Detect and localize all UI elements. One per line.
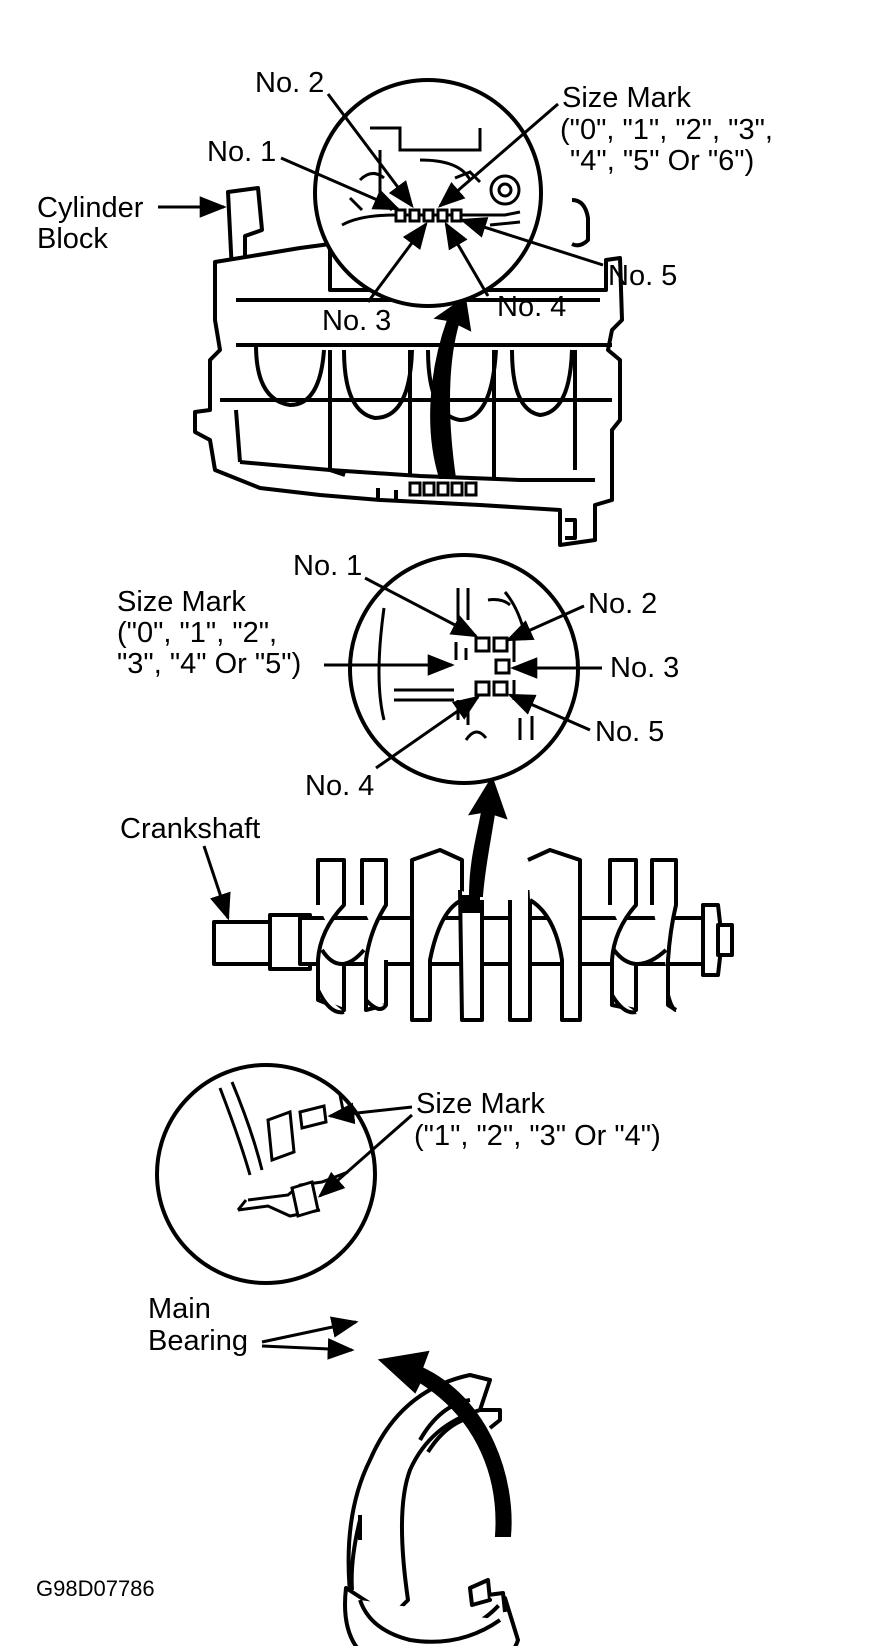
top-no1-label: No. 1 — [207, 136, 276, 168]
crankshaft-size-mark-spot — [462, 895, 480, 913]
bearing-size-mark-label: Size Mark ("1", "2", "3" Or "4") — [414, 1088, 661, 1152]
top-no4-label: No. 4 — [497, 291, 566, 323]
svg-text:Size Mark: Size Mark — [117, 586, 246, 618]
top-no2-label: No. 2 — [255, 67, 324, 99]
svg-text:Size Mark: Size Mark — [416, 1088, 545, 1120]
svg-text:Main: Main — [148, 1293, 211, 1325]
top-no3-label: No. 3 — [322, 305, 391, 337]
svg-text:"3", "4" Or "5"): "3", "4" Or "5") — [117, 648, 301, 680]
svg-text:"4", "5" Or "6"): "4", "5" Or "6") — [570, 145, 754, 177]
figure-code: G98D07786 — [36, 1576, 155, 1601]
svg-text:Bearing: Bearing — [148, 1325, 248, 1357]
top-size-mark-label: Size Mark ("0", "1", "2", "3", "4", "5" … — [560, 82, 773, 177]
crankshaft-drawing — [212, 848, 734, 1022]
block-detail-circle — [313, 78, 543, 308]
bearing-detail-circle — [155, 1063, 377, 1285]
svg-text:Size Mark: Size Mark — [562, 82, 691, 114]
crankshaft-label: Crankshaft — [120, 813, 260, 845]
mid-no2-label: No. 2 — [588, 588, 657, 620]
cylinder-block-label: Cylinder Block — [37, 192, 144, 255]
block-size-mark-boxes — [408, 481, 478, 497]
cylinder-block-label-line1: Cylinder — [37, 192, 144, 224]
bearing-zoom-arrow — [377, 1350, 512, 1537]
svg-text:("0", "1", "2",: ("0", "1", "2", — [117, 617, 277, 649]
block-zoom-arrow — [430, 296, 472, 479]
cylinder-block-label-line2: Block — [37, 223, 108, 255]
svg-text:("0", "1", "2", "3",: ("0", "1", "2", "3", — [560, 114, 773, 146]
main-bearing-label: Main Bearing — [148, 1293, 248, 1357]
crankshaft-zoom-arrow — [468, 775, 508, 897]
top-no5-label: No. 5 — [608, 260, 677, 292]
mid-no5-label: No. 5 — [595, 716, 664, 748]
mid-size-mark-label: Size Mark ("0", "1", "2", "3", "4" Or "5… — [117, 586, 301, 680]
svg-text:("1", "2", "3" Or "4"): ("1", "2", "3" Or "4") — [414, 1120, 661, 1152]
mid-no4-label: No. 4 — [305, 770, 374, 802]
main-bearing-drawing — [343, 1373, 520, 1651]
mid-no1-label: No. 1 — [293, 550, 362, 582]
mid-no3-label: No. 3 — [610, 652, 679, 684]
cylinder-block-drawing — [193, 186, 624, 547]
